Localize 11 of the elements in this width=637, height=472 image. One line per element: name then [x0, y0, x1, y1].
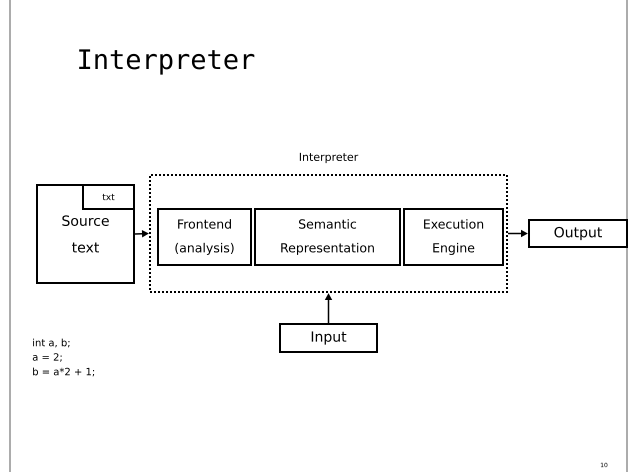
code-line: int a, b;: [33, 338, 70, 348]
code-line: b = a*2 + 1;: [33, 368, 94, 376]
process-box: Frontend (analysis): [157, 208, 252, 266]
process-box: Output: [528, 219, 628, 248]
slide-title: Interpreter: [79, 49, 254, 75]
process-box: Semantic Representation: [254, 208, 401, 266]
process-box: Execution Engine: [403, 208, 504, 266]
process-box: Input: [279, 323, 378, 353]
node-label: Interpreter: [300, 152, 358, 164]
tag-box: txt: [82, 184, 135, 210]
code-line: a = 2;: [32, 353, 62, 362]
